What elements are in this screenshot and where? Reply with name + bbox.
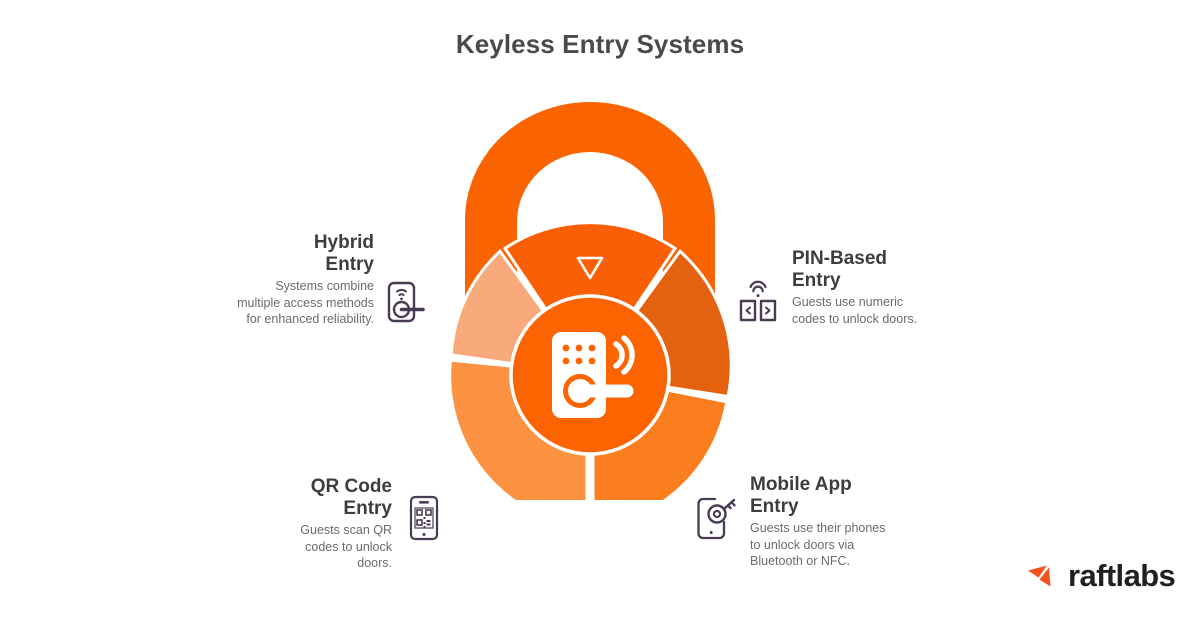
callout-description: Guests use their phones to unlock doors …: [750, 521, 886, 569]
callout-title-line2: Entry: [325, 254, 374, 276]
keyless-entry-lock-diagram: [420, 100, 760, 500]
callout-title-line2: Entry: [792, 270, 841, 292]
callout-title-line2: Entry: [750, 496, 799, 518]
padlock-shackle-icon: [465, 102, 715, 330]
callout-hybrid-entry: Hybrid Entry Systems combine multiple ac…: [236, 232, 444, 328]
double-door-signal-icon: [736, 278, 780, 326]
logo-text: raftlabs: [1068, 558, 1176, 593]
phone-qr-code-icon: [402, 494, 446, 542]
callout-title: PIN-Based Entry: [792, 248, 922, 292]
page-title: Keyless Entry Systems: [455, 29, 745, 59]
raftlabs-arrow-mark: [1027, 561, 1059, 591]
callout-description: Guests use numeric codes to unlock doors…: [792, 295, 918, 326]
callout-title-line1: QR Code: [310, 476, 392, 497]
smart-lock-keypad-icon: [552, 332, 635, 418]
callout-title-line1: Hybrid: [313, 232, 374, 253]
callout-title-line1: PIN-Based: [792, 248, 888, 269]
callout-mobile-app-entry: Mobile App Entry Guests use their phones…: [694, 474, 924, 570]
callout-title: QR Code Entry: [298, 476, 392, 520]
callout-title-line2: Entry: [343, 498, 392, 520]
callout-title-line1: Mobile App: [750, 474, 852, 495]
phone-key-icon: [694, 494, 738, 542]
callout-qr-code-entry: QR Code Entry Guests scan QR codes to un…: [298, 476, 446, 572]
callout-pin-based-entry: PIN-Based Entry Guests use numeric codes…: [736, 248, 956, 327]
callout-description: Systems combine multiple access methods …: [237, 279, 374, 327]
callout-title: Mobile App Entry: [750, 474, 890, 518]
triangle-down-marker: [576, 256, 604, 280]
callout-description: Guests scan QR codes to unlock doors.: [300, 523, 392, 571]
callout-title: Hybrid Entry: [236, 232, 374, 276]
raftlabs-logo: raftlabs: [1027, 558, 1176, 593]
door-lock-wifi-icon: [384, 278, 428, 326]
